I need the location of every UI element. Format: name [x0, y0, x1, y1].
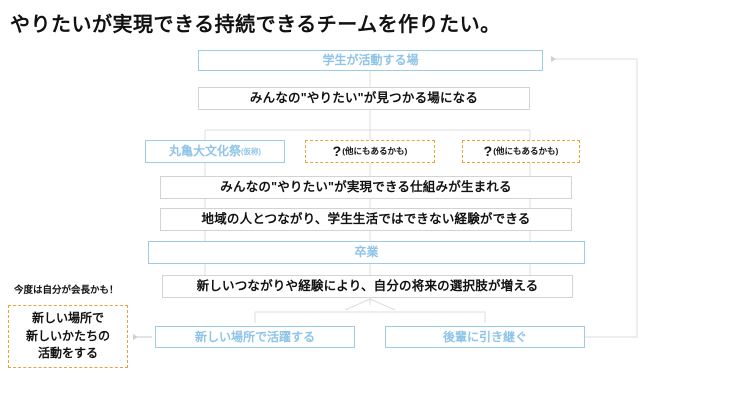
node-new-activity[interactable]: 新しい場所で 新しいかたちの 活動をする — [8, 305, 128, 368]
question-mark-icon: ? — [332, 142, 342, 159]
node-find-place[interactable]: みんなの"やりたい"が見つかる場になる — [198, 87, 530, 110]
node-new-place-active[interactable]: 新しい場所で活躍する — [155, 326, 355, 348]
node-other-option-2-label: (他にもあるかも) — [493, 146, 559, 157]
node-graduation[interactable]: 卒業 — [148, 241, 585, 264]
node-other-option-1-label: (他にもあるかも) — [342, 146, 408, 157]
node-new-activity-line-2: 新しいかたちの — [25, 328, 110, 343]
node-future-options-label: 新しいつながりや経験により、自分の将来の選択肢が増える — [196, 278, 539, 293]
node-hand-over[interactable]: 後輩に引き継ぐ — [385, 326, 585, 348]
annotation-president: 今度は自分が会長かも！ — [14, 285, 119, 296]
node-festival-suffix: (仮称) — [241, 146, 261, 156]
node-other-option-2[interactable]: ?(他にもあるかも) — [462, 140, 580, 163]
node-other-option-1[interactable]: ?(他にもあるかも) — [305, 140, 435, 163]
node-mechanism[interactable]: みんなの"やりたい"が実現できる仕組みが生まれる — [160, 176, 572, 199]
node-new-place-active-label: 新しい場所で活躍する — [194, 329, 315, 344]
node-new-activity-line-3: 活動をする — [37, 346, 98, 361]
node-top-place-label: 学生が活動する場 — [322, 53, 419, 67]
node-local-experience-label: 地域の人とつながり、学生生活ではできない経験ができる — [201, 211, 531, 226]
node-hand-over-label: 後輩に引き継ぐ — [442, 329, 527, 344]
node-graduation-label: 卒業 — [354, 245, 379, 259]
node-find-place-label: みんなの"やりたい"が見つかる場になる — [249, 90, 479, 105]
node-new-activity-line-1: 新しい場所で — [31, 311, 104, 326]
node-mechanism-label: みんなの"やりたい"が実現できる仕組みが生まれる — [220, 179, 512, 194]
node-festival[interactable]: 丸亀大文化祭(仮称) — [145, 140, 285, 163]
node-future-options[interactable]: 新しいつながりや経験により、自分の将来の選択肢が増える — [162, 275, 573, 298]
question-mark-icon: ? — [483, 142, 493, 159]
node-top-place[interactable]: 学生が活動する場 — [198, 50, 543, 71]
node-festival-label: 丸亀大文化祭 — [168, 144, 241, 158]
page-title: やりたいが実現できる持続できるチームを作りたい。 — [10, 14, 501, 36]
node-local-experience[interactable]: 地域の人とつながり、学生生活ではできない経験ができる — [160, 208, 572, 231]
